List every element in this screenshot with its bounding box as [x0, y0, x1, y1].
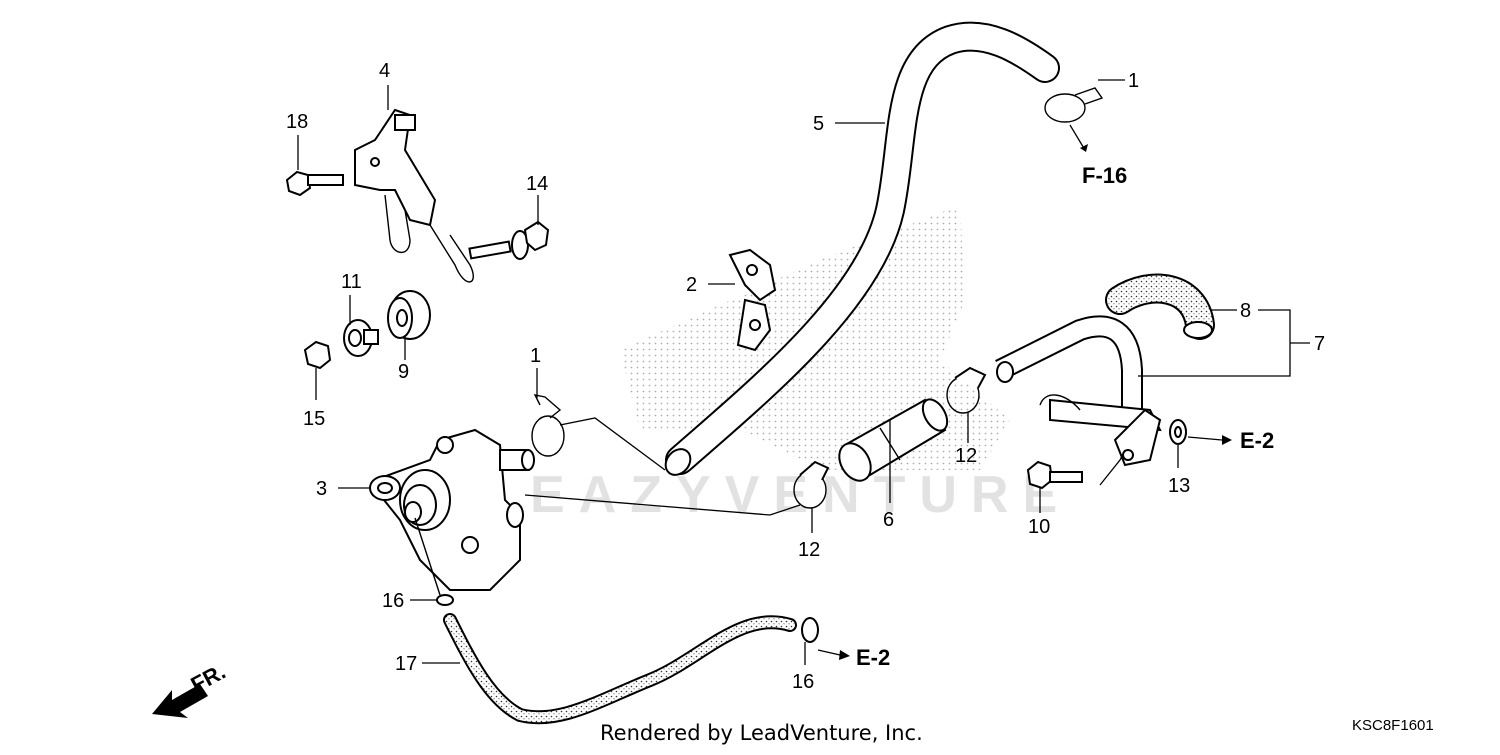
clip-16-right: [801, 617, 819, 643]
callout-17: 17: [395, 653, 417, 675]
callout-13: 13: [1168, 475, 1190, 497]
collar-11: [343, 319, 379, 357]
bolt-10: [1026, 460, 1083, 490]
callout-6: 6: [883, 509, 894, 531]
callout-4: 4: [379, 60, 390, 82]
callout-1-top: 1: [1128, 70, 1139, 92]
clamp-12-right: [946, 366, 987, 414]
footer-credit: Rendered by LeadVenture, Inc.: [600, 721, 923, 745]
clamp-1-middle: [531, 394, 565, 457]
clamp-1-top: [1044, 87, 1104, 123]
nut-15: [303, 340, 332, 370]
reference-label-e2-bottom[interactable]: E-2: [856, 645, 890, 670]
callout-9: 9: [398, 361, 409, 383]
pipe-assembly-7: [995, 315, 1162, 467]
callout-2: 2: [686, 274, 697, 296]
clamp-12-left: [793, 460, 830, 509]
bolt-18: [285, 170, 344, 197]
reference-label-e2-right[interactable]: E-2: [1240, 428, 1274, 453]
callout-10: 10: [1028, 516, 1050, 538]
front-direction-arrow-icon: [152, 684, 208, 718]
tube-6: [838, 398, 949, 482]
callout-15: 15: [303, 408, 325, 430]
callout-16-right: 16: [792, 671, 814, 693]
callout-8: 8: [1240, 300, 1251, 322]
leader-lines: [297, 79, 1310, 665]
callout-16-left: 16: [382, 590, 404, 612]
bolt-14: [468, 220, 550, 260]
reference-arrows: [817, 435, 1232, 660]
svg-text:EAZYVENTURE: EAZYVENTURE: [530, 466, 1071, 524]
callout-12-left: 12: [798, 539, 820, 561]
washer-13: [1169, 419, 1187, 445]
reference-label-f16[interactable]: F-16: [1082, 163, 1127, 188]
clip-16-left: [436, 594, 454, 606]
callout-5: 5: [813, 113, 824, 135]
diagram-code: KSC8F1601: [1352, 717, 1434, 734]
hose-8: [1105, 273, 1215, 340]
hose-5: [664, 21, 1060, 476]
callout-14: 14: [526, 173, 548, 195]
grommet-9: [387, 290, 431, 340]
callout-1-middle: 1: [530, 345, 541, 367]
clamp-2: [728, 248, 777, 352]
callout-11: 11: [341, 271, 362, 293]
callout-18: 18: [286, 111, 308, 133]
callout-3: 3: [316, 478, 327, 500]
callout-12-right: 12: [955, 445, 977, 467]
callout-7: 7: [1314, 333, 1325, 355]
callout-labels: 1 1 2 3 4 5 6 7 8 9 10 11 12 12 13 14 15…: [286, 60, 1325, 693]
bracket-4: [354, 108, 474, 283]
valve-3: [369, 428, 535, 591]
